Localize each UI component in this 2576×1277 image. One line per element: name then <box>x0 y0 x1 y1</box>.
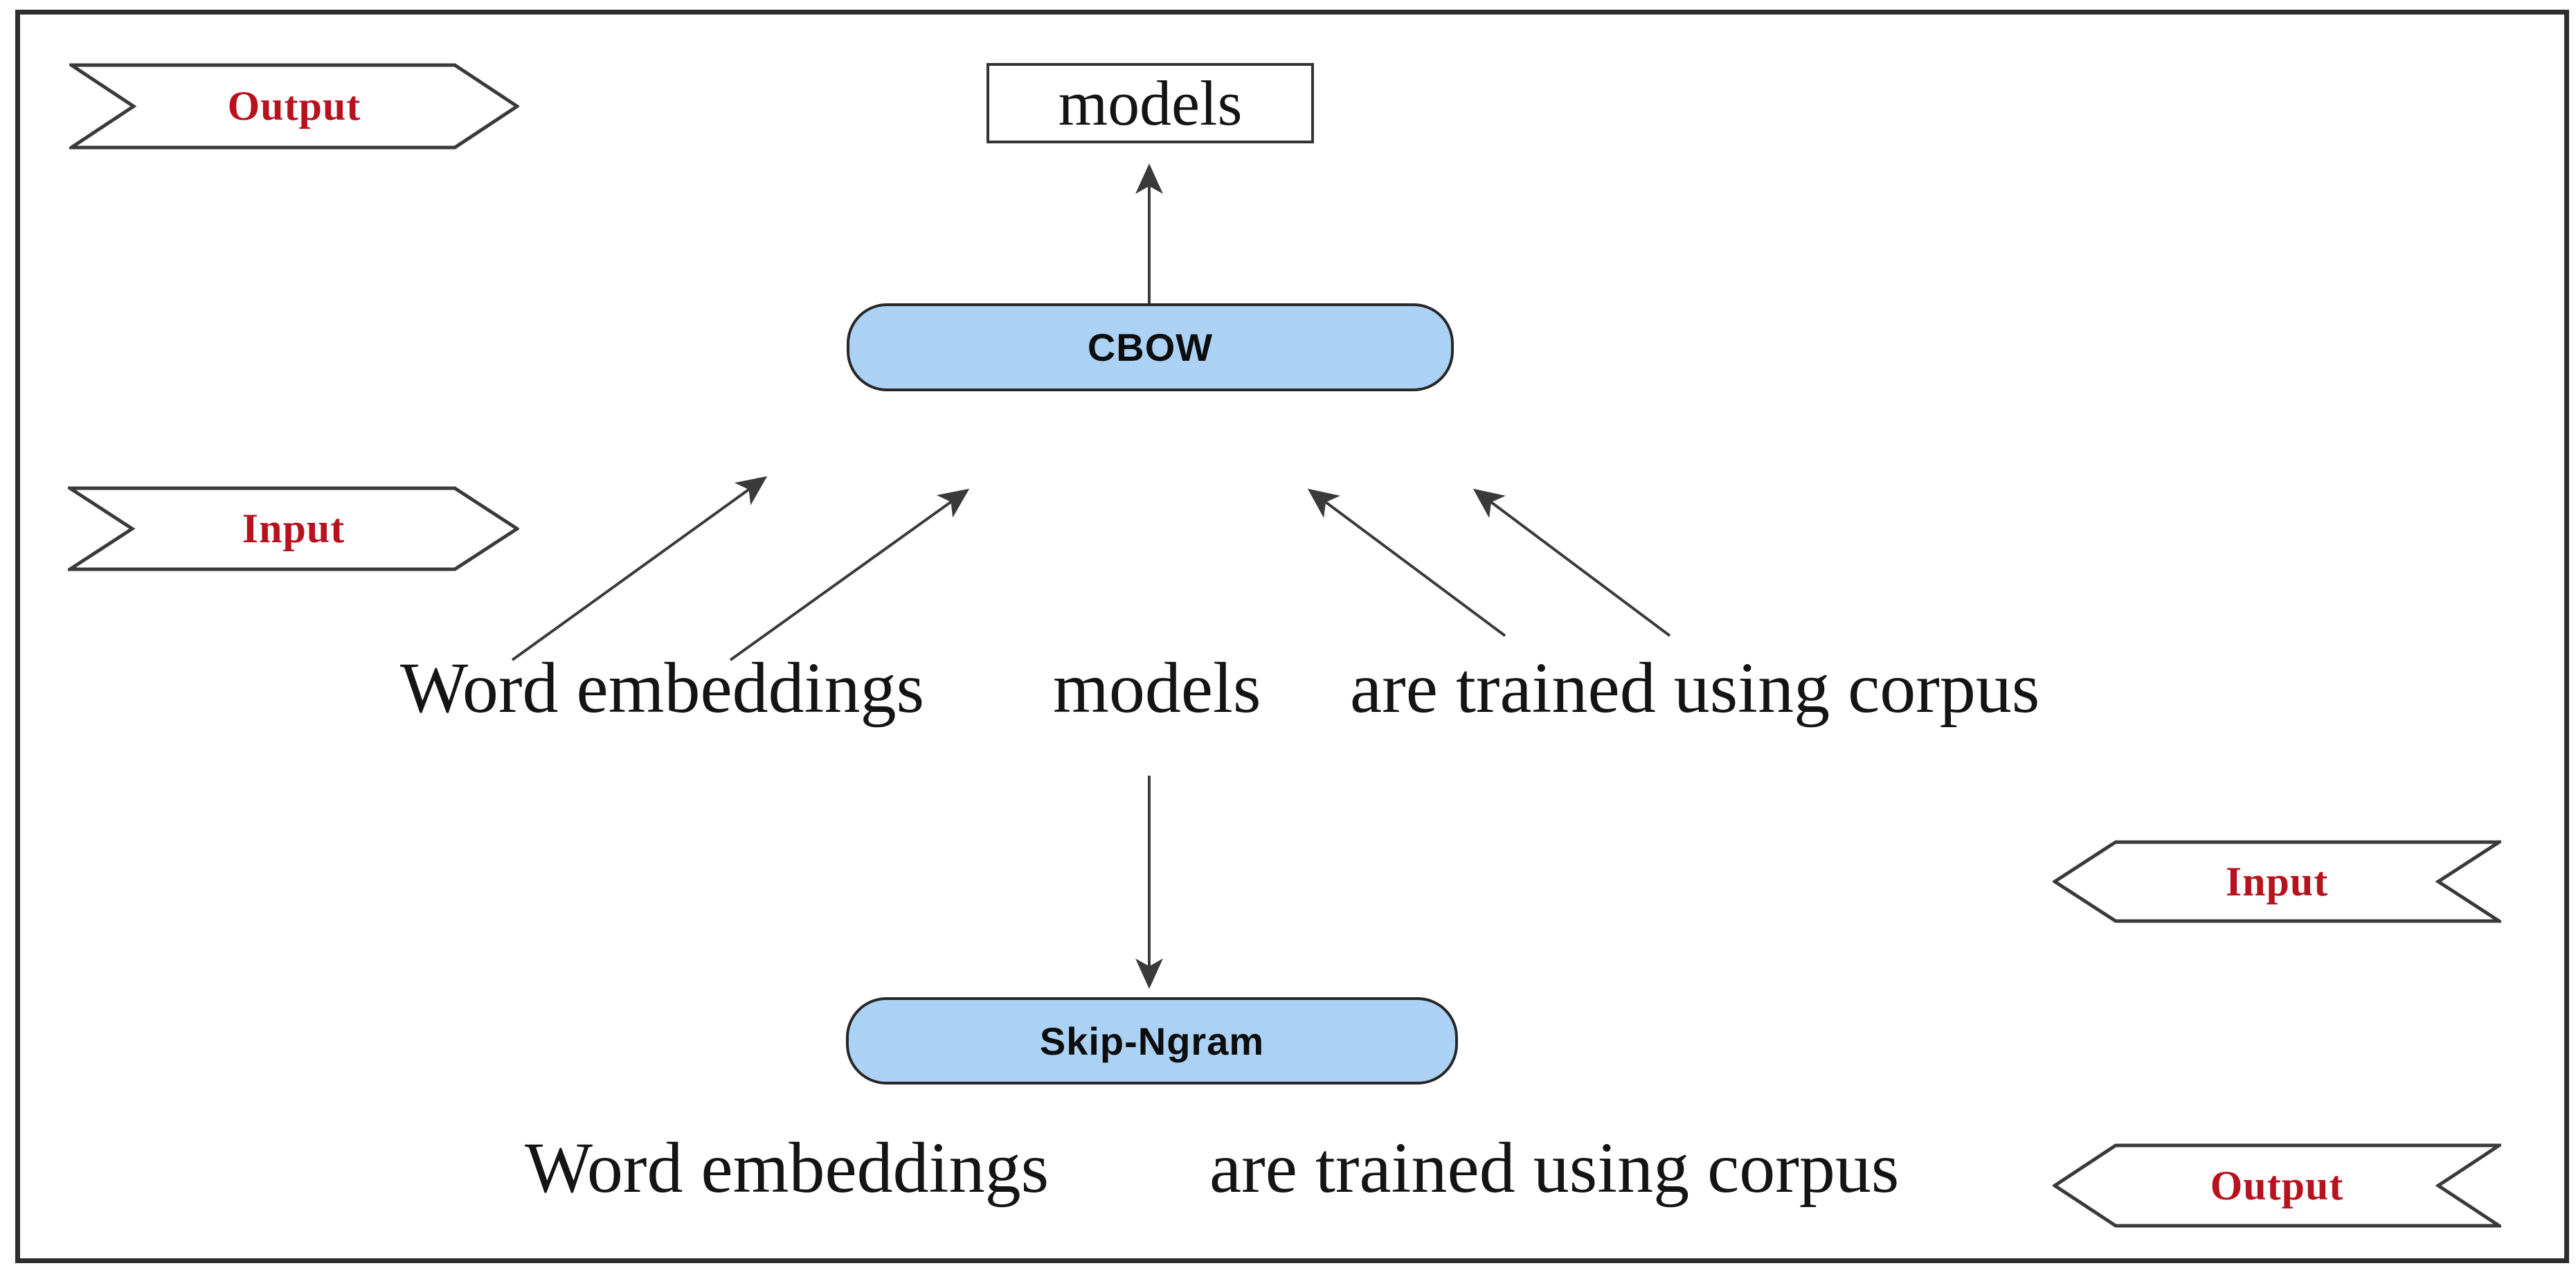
models-output-label: models <box>1058 68 1243 139</box>
models-output-box: models <box>987 63 1314 143</box>
ribbon-left-shape <box>2053 1143 2501 1228</box>
outer-border <box>15 10 2569 1263</box>
skip-ngram-node: Skip-Ngram <box>846 997 1458 1084</box>
arrow-word-embeddings-to-cbow <box>511 476 768 661</box>
cbow-label: CBOW <box>1087 325 1214 369</box>
cbow-input-word-embeddings: Word embeddings <box>400 648 925 728</box>
input-banner-label: Input <box>2225 858 2329 904</box>
ribbon-right-shape <box>68 486 519 571</box>
output-banner-bottom-right: Output <box>2053 1143 2501 1228</box>
arrow-corpus-to-cbow <box>1472 488 1671 637</box>
cbow-node: CBOW <box>847 303 1454 391</box>
output-banner-top-left: Output <box>69 63 519 150</box>
input-banner-right: Input <box>2053 840 2501 923</box>
input-banner-left: Input <box>68 486 519 571</box>
cbow-input-models: models <box>1053 648 1261 728</box>
ribbon-left-shape <box>2053 840 2501 923</box>
cbow-input-are-trained-using-corpus: are trained using corpus <box>1350 648 2040 728</box>
arrow-embeddings-to-cbow <box>729 488 970 661</box>
output-banner-label: Output <box>2210 1162 2344 1208</box>
input-banner-label: Input <box>242 506 345 551</box>
arrow-are-trained-to-cbow <box>1307 488 1506 637</box>
ribbon-right-shape <box>69 63 519 150</box>
skip-ngram-label: Skip-Ngram <box>1039 1019 1265 1063</box>
skip-output-word-embeddings: Word embeddings <box>525 1128 1050 1208</box>
skip-output-are-trained-using-corpus: are trained using corpus <box>1209 1128 1900 1208</box>
output-banner-label: Output <box>227 83 361 129</box>
